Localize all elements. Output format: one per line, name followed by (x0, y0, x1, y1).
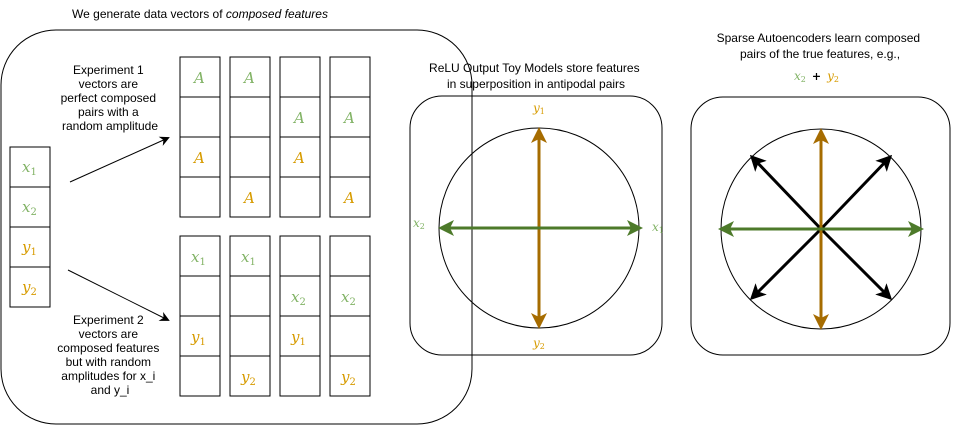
composed-arrow (819, 227, 893, 301)
cell-y1: y1 (190, 328, 206, 348)
composed-arrow (819, 154, 893, 231)
experiment1-vectors: A A A A A A A A (179, 56, 371, 218)
amp-orange: A (192, 149, 205, 167)
amp-orange: A (342, 189, 355, 207)
right-panel: Sparse Autoencoders learn composed pairs… (690, 31, 951, 356)
experiment2-text: Experiment 2 vectors are composed featur… (57, 313, 162, 397)
experiment2-vectors: x1 y1 x1 y2 x2 y1 x2 y2 (179, 235, 371, 397)
amp-orange: A (242, 189, 255, 207)
amp-green: A (242, 69, 255, 87)
composed-arrow (749, 227, 823, 301)
input-y2: y2 (21, 278, 37, 298)
left-panel-title: We generate data vectors of composed fea… (72, 7, 328, 21)
label-x2: x2 (413, 216, 425, 231)
input-x1: x1 (22, 158, 37, 178)
cell-x1: x1 (191, 248, 206, 268)
experiment1-text: Experiment 1 vectors are perfect compose… (61, 63, 160, 133)
input-y1: y1 (21, 238, 37, 258)
label-y1: y1 (532, 101, 545, 116)
composed-pair-formula: x2+y2 (794, 69, 839, 84)
experiment2-arrow (67, 269, 170, 321)
cell-x1: x1 (241, 248, 256, 268)
cell-y1: y1 (290, 328, 306, 348)
middle-panel: ReLU Output Toy Models store features in… (409, 61, 664, 356)
input-x2: x2 (22, 198, 37, 218)
experiment1-arrow (69, 136, 170, 183)
right-panel-frame (690, 96, 951, 356)
amp-orange: A (292, 149, 305, 167)
middle-panel-title: ReLU Output Toy Models store features in… (429, 61, 643, 91)
cell-x2: x2 (291, 288, 306, 308)
left-panel: We generate data vectors of composed fea… (0, 7, 473, 425)
label-x1: x1 (652, 220, 664, 235)
right-panel-title: Sparse Autoencoders learn composed pairs… (717, 31, 924, 61)
cell-y2: y2 (340, 368, 356, 388)
cell-x2: x2 (341, 288, 356, 308)
composed-arrow (749, 154, 823, 231)
middle-panel-frame (409, 95, 663, 356)
input-vector: x1 x2 y1 y2 (9, 146, 51, 308)
amp-green: A (292, 109, 305, 127)
amp-green: A (192, 69, 205, 87)
cell-y2: y2 (240, 368, 256, 388)
label-y2: y2 (532, 336, 545, 351)
amp-green: A (342, 109, 355, 127)
